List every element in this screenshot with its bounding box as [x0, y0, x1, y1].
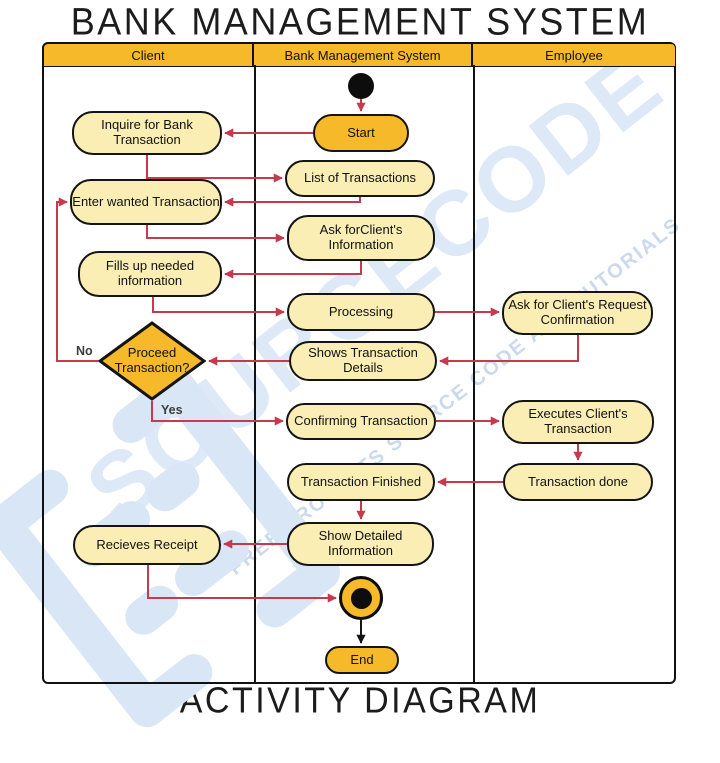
node-label: Enter wanted Transaction [72, 193, 220, 209]
edge-decision-no-to-enter [56, 197, 98, 362]
node-label: Processing [328, 303, 394, 319]
node-label: Transaction Finished [300, 473, 422, 489]
edge-recieves-to-final [147, 565, 337, 603]
lane-header-bank-management-system: Bank Management System [254, 44, 473, 66]
node-label: Shows Transaction Details [308, 345, 418, 375]
initial-node [348, 73, 374, 99]
activity-executes-clients-transaction: Executes Client's Transaction [502, 400, 654, 444]
activity-list-of-transactions: List of Transactions [285, 160, 435, 197]
decision-proceed-transaction: Proceed Transaction? [98, 321, 206, 401]
node-label: Start [347, 124, 375, 140]
activity-enter-wanted-transaction: Enter wanted Transaction [70, 179, 222, 225]
edge-enter-to-ask [146, 225, 285, 243]
activity-fills-up-needed-information: Fills up needed information [78, 251, 222, 297]
end-node: End [325, 646, 399, 674]
edge-label-yes: Yes [161, 403, 183, 417]
node-label: End [350, 651, 374, 667]
node-label: Recieves Receipt [96, 536, 198, 552]
final-node [339, 576, 383, 620]
node-label: Fills up needed information [105, 258, 195, 288]
final-node-dot [350, 587, 372, 609]
activity-shows-transaction-details: Shows Transaction Details [289, 341, 437, 381]
activity-transaction-done: Transaction done [503, 463, 653, 501]
edge-fills-to-processing [152, 297, 285, 317]
node-label: List of Transactions [304, 170, 416, 186]
edge-list-to-enter [224, 197, 361, 207]
lane-header-client: Client [44, 44, 254, 66]
node-label: Transaction done [528, 473, 628, 489]
edge-request-confirmation-to-shows-details [439, 335, 579, 366]
page-caption: ACTIVITY DIAGRAM [179, 680, 541, 722]
lane-divider-2 [473, 65, 475, 682]
activity-ask-for-clients-request-confirmation: Ask for Client's Request Confirmation [502, 291, 653, 335]
node-label: Confirming Transaction [294, 413, 428, 429]
decision-label: Proceed Transaction? [114, 345, 190, 375]
node-label: Inquire for Bank Transaction [101, 117, 193, 147]
page-title: BANK MANAGEMENT SYSTEM [70, 0, 650, 44]
node-label: Executes Client's Transaction [528, 406, 628, 436]
activity-recieves-receipt: Recieves Receipt [73, 525, 221, 565]
activity-show-detailed-information: Show Detailed Information [287, 522, 434, 566]
start-node: Start [313, 114, 409, 152]
activity-ask-forclients-information: Ask forClient's Information [287, 215, 435, 261]
activity-confirming-transaction: Confirming Transaction [286, 403, 436, 440]
swimlane-header-row: Client Bank Management System Employee [43, 43, 676, 67]
node-label: Show Detailed Information [318, 528, 403, 558]
activity-processing: Processing [287, 293, 435, 331]
edge-label-no: No [76, 344, 93, 358]
edge-inquire-to-list [146, 155, 283, 183]
lane-header-employee: Employee [545, 47, 603, 63]
activity-inquire-for-bank-transaction: Inquire for Bank Transaction [72, 111, 222, 155]
edge-ask-to-fills [224, 261, 362, 279]
node-label: Ask forClient's Information [319, 222, 403, 252]
swimlane-table: Client Bank Management System Employee [42, 42, 676, 684]
activity-transaction-finished: Transaction Finished [287, 463, 435, 501]
activity-diagram-page: BANK MANAGEMENT SYSTEM SOURCECODE FREE P… [0, 0, 686, 728]
node-label: Ask for Client's Request Confirmation [508, 297, 647, 327]
